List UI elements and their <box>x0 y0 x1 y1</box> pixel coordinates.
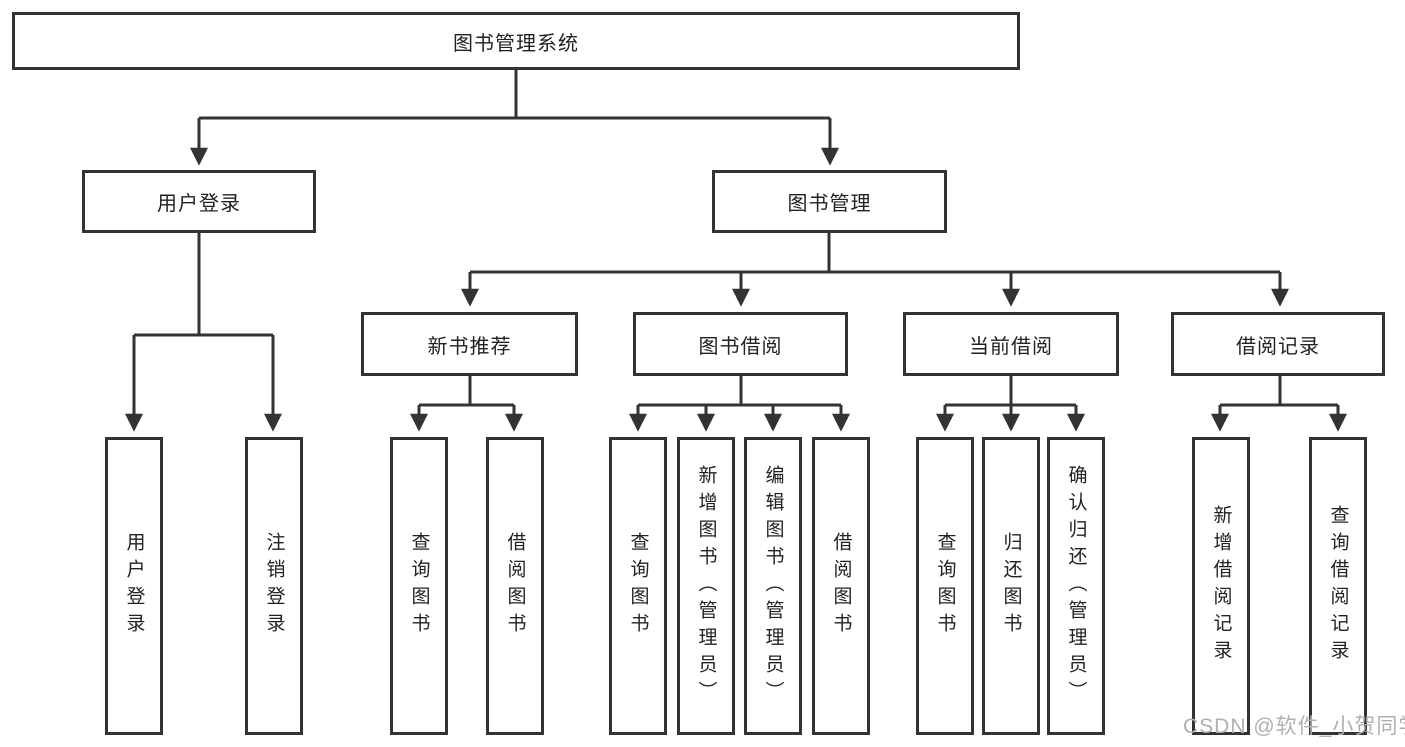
leaf-current-return: 归还图书 <box>982 437 1040 735</box>
leaf-borrow-edit-admin: 编辑图书（管理员） <box>744 437 802 735</box>
leaf-record-add: 新增借阅记录 <box>1192 437 1250 735</box>
leaf-current-query: 查询图书 <box>916 437 974 735</box>
connector-bookmgmt-trunk <box>470 233 1280 274</box>
leaf-borrow-query: 查询图书 <box>609 437 667 735</box>
node-root-system: 图书管理系统 <box>12 12 1020 70</box>
node-user-login: 用户登录 <box>82 170 316 233</box>
leaf-newbook-borrow: 借阅图书 <box>486 437 544 735</box>
node-current-borrow: 当前借阅 <box>903 312 1119 376</box>
leaf-user-login: 用户登录 <box>105 437 163 735</box>
connector-record-trunk <box>1220 376 1338 407</box>
connector-root-trunk <box>199 70 830 120</box>
node-new-book-recommend: 新书推荐 <box>361 312 578 376</box>
csdn-watermark: CSDN @软件_小贺同学 <box>1183 715 1405 738</box>
leaf-borrow-add-admin: 新增图书（管理员） <box>677 437 735 735</box>
node-book-management: 图书管理 <box>712 170 947 233</box>
connector-current-trunk <box>945 376 1076 407</box>
node-borrow-record: 借阅记录 <box>1171 312 1385 376</box>
leaf-current-confirm-admin: 确认归还（管理员） <box>1047 437 1105 735</box>
leaf-borrow-borrow: 借阅图书 <box>812 437 870 735</box>
leaf-logout: 注销登录 <box>245 437 303 735</box>
connector-newbook-trunk <box>419 376 514 407</box>
leaf-record-query: 查询借阅记录 <box>1309 437 1367 735</box>
connector-borrow-trunk <box>638 376 841 407</box>
connector-userlogin-trunk <box>134 233 273 337</box>
leaf-newbook-query: 查询图书 <box>390 437 448 735</box>
node-book-borrow: 图书借阅 <box>633 312 848 376</box>
